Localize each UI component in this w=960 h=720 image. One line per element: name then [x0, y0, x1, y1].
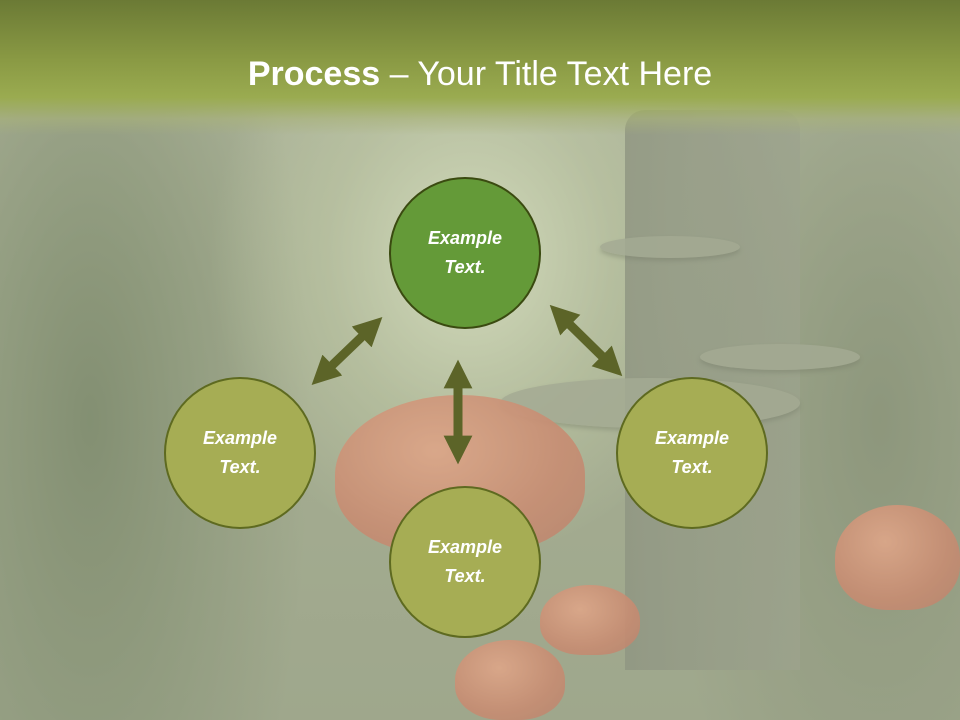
slide-title: Process – Your Title Text Here	[0, 52, 960, 96]
node-bottom-line2: Text.	[444, 566, 486, 586]
node-left-line2: Text.	[219, 457, 261, 477]
node-right-line1: Example	[654, 428, 730, 448]
node-bottom-line1: Example	[427, 537, 503, 557]
mushroom-image	[835, 505, 960, 610]
title-band	[0, 0, 960, 135]
arrow-top-right	[549, 304, 623, 377]
shelf-fungus-image	[700, 344, 860, 370]
mushroom-image	[455, 640, 565, 720]
arrow-top-left	[311, 317, 383, 385]
title-rest: – Your Title Text Here	[380, 55, 713, 93]
mushroom-image	[540, 585, 640, 655]
node-top-line1: Example	[427, 228, 503, 248]
title-bold: Process	[247, 55, 381, 93]
node-top-line2: Text.	[444, 257, 486, 277]
node-right-line2: Text.	[671, 457, 713, 477]
node-left-line1: Example	[202, 428, 278, 448]
shelf-fungus-image	[600, 236, 740, 258]
